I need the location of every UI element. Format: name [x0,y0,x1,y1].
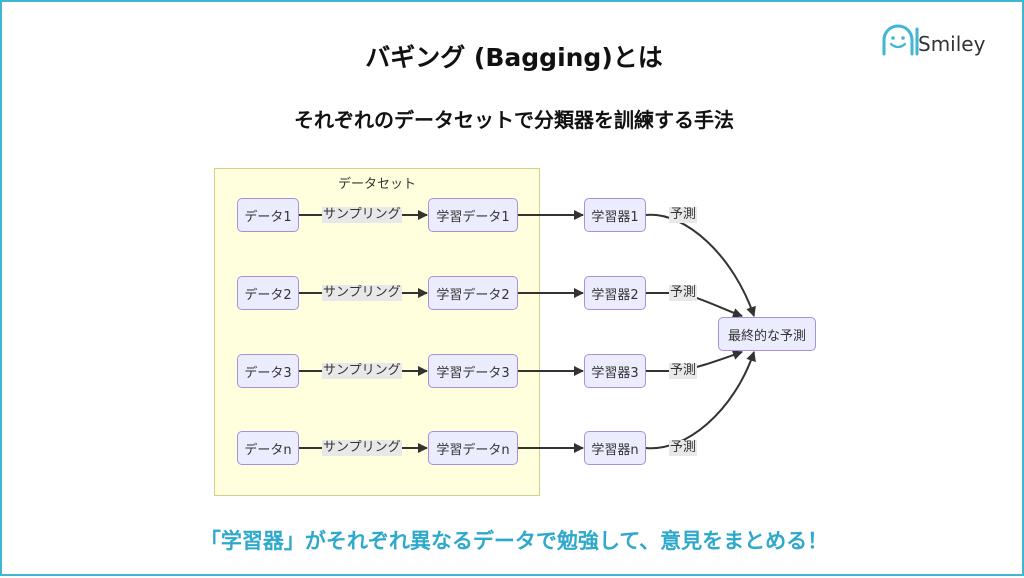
final-prediction-node: 最終的な予測 [718,317,816,351]
prediction-edge-label: 予測 [669,363,698,379]
prediction-edge-label: 予測 [669,285,698,301]
sampling-edge-label: サンプリング [322,207,402,223]
footer-message: 「学習器」がそれぞれ異なるデータで勉強して、意見をまとめる！ [199,529,829,553]
prediction-edge-label: 予測 [669,440,698,456]
data-node: データ1 [237,198,299,232]
learner-node: 学習器3 [584,354,646,388]
sampling-edge-label: サンプリング [322,363,402,379]
training-data-node: 学習データ2 [428,276,518,310]
training-data-node: 学習データ3 [428,354,518,388]
sampling-edge-label: サンプリング [322,440,402,456]
page-title: バギング (Bagging)とは [365,43,663,72]
cluster-label: データセット [337,177,416,192]
sampling-edge-label: サンプリング [322,285,402,301]
learner-node: 学習器1 [584,198,646,232]
data-node: データ2 [237,276,299,310]
prediction-edge [645,351,756,450]
logo-text: Smiley [918,32,986,56]
page-subtitle: それぞれのデータセットで分類器を訓練する手法 [294,108,734,132]
smiley-logo: Smiley [880,20,1012,60]
learner-node: 学習器n [584,431,646,465]
smiley-face-icon [882,24,919,56]
training-data-node: 学習データ1 [428,198,518,232]
prediction-edge-label: 予測 [669,207,698,223]
data-node: データn [237,431,299,465]
prediction-edge [645,213,756,317]
data-node: データ3 [237,354,299,388]
learner-node: 学習器2 [584,276,646,310]
training-data-node: 学習データn [428,431,518,465]
